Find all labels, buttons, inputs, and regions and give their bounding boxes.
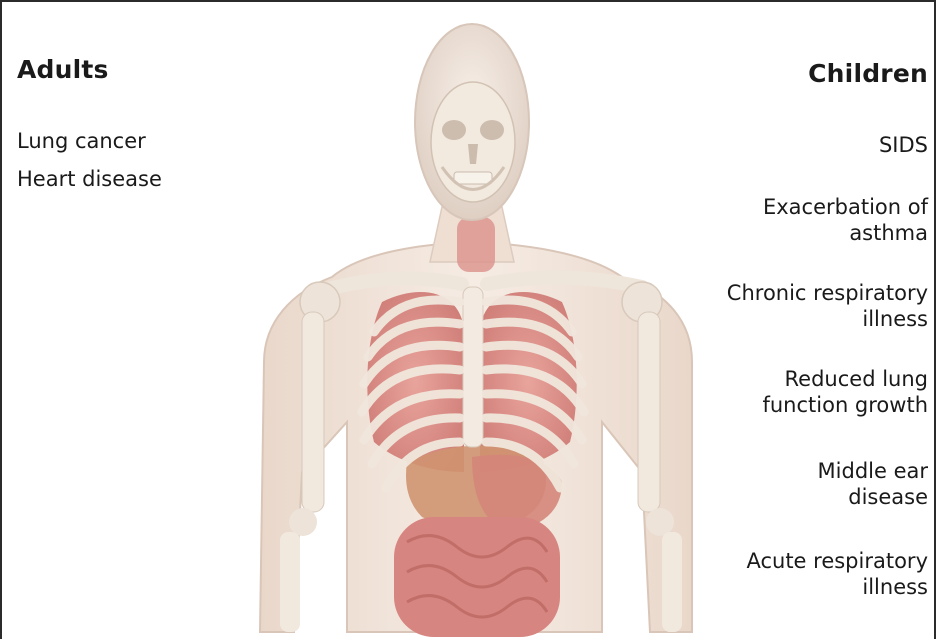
children-item-sids: SIDS	[879, 132, 928, 158]
forearm-left	[280, 532, 300, 632]
forearm-right	[662, 532, 682, 632]
adults-item-heart-disease: Heart disease	[17, 166, 162, 192]
adults-heading: Adults	[17, 55, 109, 84]
children-item-middle-ear: Middle ear disease	[818, 458, 928, 510]
children-item-asthma: Exacerbation of asthma	[763, 194, 928, 246]
eye-socket-right	[480, 120, 504, 140]
children-item-acute-respiratory: Acute respiratory illness	[746, 548, 928, 600]
trachea	[457, 217, 495, 272]
children-item-lung-function: Reduced lung function growth	[762, 366, 928, 418]
children-heading: Children	[808, 59, 928, 88]
humerus-left	[302, 312, 324, 512]
adults-item-lung-cancer: Lung cancer	[17, 128, 162, 154]
sternum	[463, 287, 483, 447]
teeth	[454, 172, 492, 184]
elbow-right	[646, 508, 674, 536]
children-item-chronic-respiratory: Chronic respiratory illness	[727, 280, 928, 332]
elbow-left	[289, 508, 317, 536]
intestines	[394, 517, 560, 637]
humerus-right	[638, 312, 660, 512]
eye-socket-left	[442, 120, 466, 140]
adults-list: Lung cancer Heart disease	[17, 128, 162, 204]
